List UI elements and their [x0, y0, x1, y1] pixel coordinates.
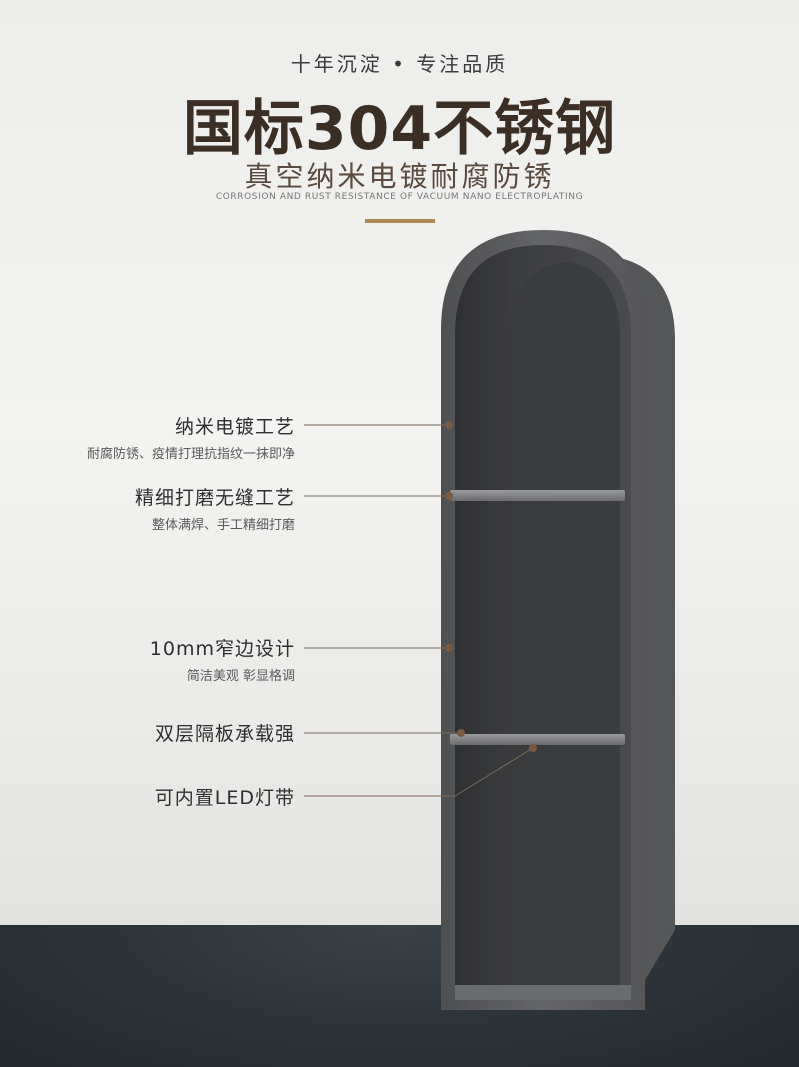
callout-line-5b — [454, 747, 534, 797]
feature-desc: 整体满焊、手工精细打磨 — [151, 518, 295, 533]
feature-desc: 简洁美观 彰显格调 — [186, 669, 295, 684]
headline: 国标304不锈钢 — [182, 94, 617, 164]
feature-narrow-edge: 10mm窄边设计 简洁美观 彰显格调 — [150, 634, 295, 684]
feature-title: 双层隔板承载强 — [154, 723, 295, 745]
feature-title: 纳米电镀工艺 — [174, 416, 295, 438]
subline: 真空纳米电镀耐腐防锈 — [244, 160, 555, 193]
callout-dot-5 — [529, 744, 537, 752]
shelf-back-panel — [510, 262, 620, 985]
feature-seamless-polish: 精细打磨无缝工艺 整体满焊、手工精细打磨 — [135, 483, 295, 533]
lower-shelf-board — [450, 734, 625, 745]
feature-title: 可内置LED灯带 — [154, 787, 295, 809]
feature-led-strip: 可内置LED灯带 — [155, 783, 295, 810]
accent-divider — [365, 219, 435, 223]
feature-desc: 耐腐防锈、疫情打理抗指纹一抹即净 — [86, 447, 295, 462]
callout-dot-3 — [445, 644, 453, 652]
feature-nano-plating: 纳米电镀工艺 耐腐防锈、疫情打理抗指纹一抹即净 — [87, 412, 295, 462]
feature-title: 精细打磨无缝工艺 — [134, 487, 295, 509]
shelf-base — [455, 985, 631, 1000]
upper-shelf-board — [450, 490, 625, 501]
tagline: 十年沉淀 • 专注品质 — [290, 52, 509, 76]
feature-double-shelf: 双层隔板承载强 — [155, 719, 295, 746]
subline-english: CORROSION AND RUST RESISTANCE OF VACUUM … — [215, 192, 584, 202]
callout-dot-4 — [457, 729, 465, 737]
feature-title: 10mm窄边设计 — [149, 638, 295, 660]
callout-dot-2 — [445, 492, 453, 500]
callout-dot-1 — [445, 421, 453, 429]
floor-background — [0, 925, 799, 1067]
